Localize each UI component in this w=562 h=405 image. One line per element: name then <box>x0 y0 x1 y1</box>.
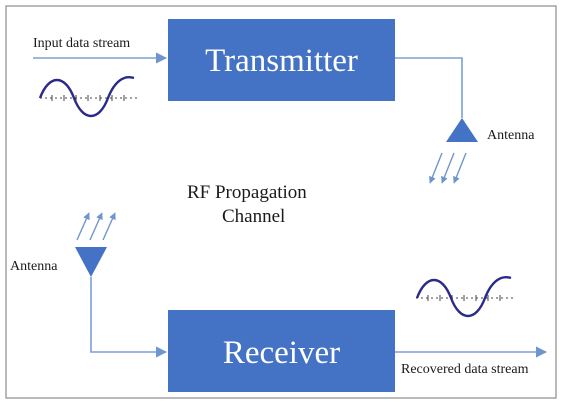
receiver-block <box>168 310 395 392</box>
transmit-antenna-icon <box>446 118 478 142</box>
receive-antenna-icon <box>75 247 107 277</box>
output-sine-wave-icon <box>415 276 513 317</box>
receiver-label: Receiver <box>223 335 340 371</box>
recovered-data-stream-label: Recovered data stream <box>401 362 529 377</box>
input-data-stream-label: Input data stream <box>33 36 130 51</box>
transmit-antenna-label: Antenna <box>487 128 535 143</box>
receive-radiation-arrows-icon <box>76 212 116 241</box>
receive-antenna-label: Antenna <box>10 259 58 274</box>
antenna-to-receiver-line <box>90 277 168 358</box>
transmitter-block <box>168 19 395 101</box>
transmitter-label: Transmitter <box>205 43 358 79</box>
transmitter-to-antenna-line <box>395 57 463 118</box>
rf-propagation-label: RF Propagation <box>187 182 307 203</box>
transmit-radiation-arrows-icon <box>429 152 467 184</box>
input-sine-wave-icon <box>38 76 137 117</box>
channel-label: Channel <box>222 206 285 227</box>
